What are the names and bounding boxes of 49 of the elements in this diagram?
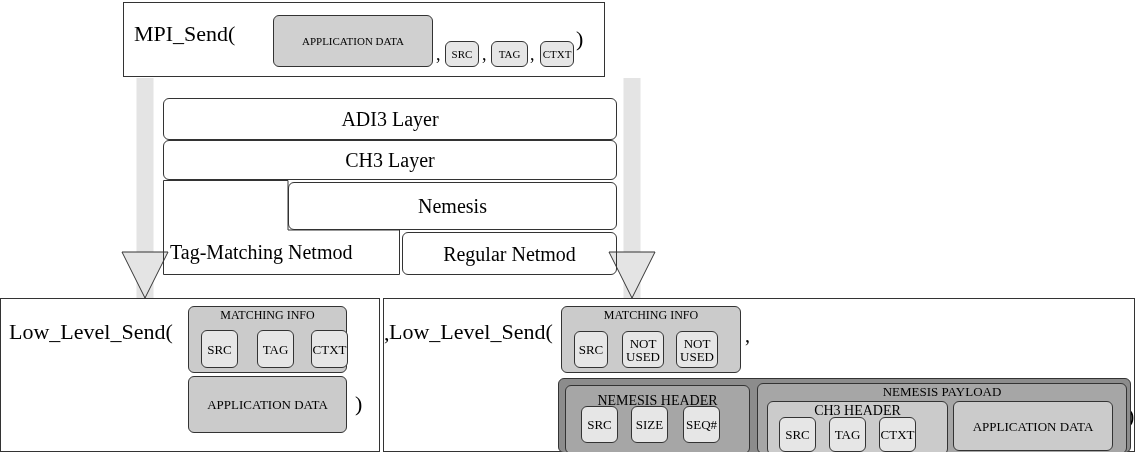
field-box: CTXT [540,41,574,67]
field-box: TAG [491,41,528,67]
field-box: APPLICATION DATA [953,401,1113,451]
group-title: MATCHING INFO [603,309,699,321]
comma: , [482,45,487,63]
field-box: SIZE [631,406,668,443]
field-box: APPLICATION DATA [273,15,433,67]
function-name: MPI_Send( [134,23,236,45]
function-name: Low_Level_Send( [389,321,553,343]
comma: , [530,45,535,63]
header-group [565,385,750,452]
layer-box: ADI3 Layer [163,98,617,140]
field-box: SRC [201,330,238,368]
arrow [608,78,656,299]
field-box: SRC [779,417,816,452]
field-box: NOT USED [622,331,664,368]
field-box: CTXT [311,330,348,368]
field-box: SRC [445,41,479,67]
header-group [767,401,948,452]
parenthesis: ) [355,393,363,415]
group-box [188,306,347,373]
parenthesis: ) [576,28,584,50]
panel [0,298,380,452]
field-box: SRC [581,406,618,443]
field-box: APPLICATION DATA [188,376,347,433]
group-title: MATCHING INFO [220,309,315,321]
field-box: TAG [257,330,294,368]
comma: , [436,45,441,63]
field-box: NOT USED [676,331,718,368]
layer-label: Tag-Matching Netmod [170,242,353,262]
group-title: NEMESIS PAYLOAD [882,385,1002,398]
layer-box [163,180,400,275]
arrow [121,78,169,299]
group-title: CH3 HEADER [814,404,901,418]
layer-box: CH3 Layer [163,140,617,180]
group-title: NEMESIS HEADER [597,394,718,408]
group-box [561,306,741,373]
function-name: Low_Level_Send( [9,321,173,343]
field-box: TAG [829,417,866,452]
field-box: SEQ# [683,406,720,443]
packet-box [558,378,1131,452]
comma: , [745,325,750,345]
field-box: SRC [574,331,608,368]
layer-box: Regular Netmod [402,232,617,275]
payload-group [757,383,1127,452]
field-box: CTXT [879,417,916,452]
comma: , [384,322,390,344]
panel [383,298,1135,452]
function-call-box [123,2,605,77]
